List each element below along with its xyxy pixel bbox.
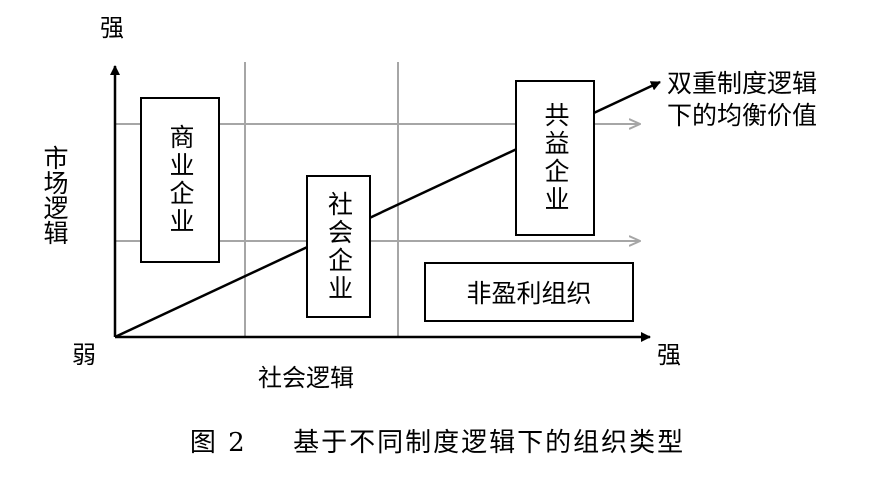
box-social-enterprise-label: 社会企业 <box>324 190 354 303</box>
diagonal-label-line2: 下的均衡价值 <box>667 101 818 130</box>
figure-caption: 图 2 基于不同制度逻辑下的组织类型 <box>0 422 875 459</box>
x-axis-label: 社会逻辑 <box>258 364 354 392</box>
box-nonprofit-organization: 非盈利组织 <box>424 262 634 322</box>
diagonal-label-line1: 双重制度逻辑 <box>667 69 818 98</box>
box-benefit-corporation: 共益企业 <box>515 80 595 236</box>
box-commercial-enterprise-label: 商业企业 <box>166 124 195 236</box>
y-axis-label: 市场逻辑 <box>40 145 69 245</box>
figure-caption-number: 图 2 <box>189 428 247 458</box>
box-nonprofit-organization-label: 非盈利组织 <box>466 279 592 308</box>
y-axis-strong-label: 强 <box>100 14 124 42</box>
origin-weak-label: 弱 <box>72 341 96 369</box>
box-commercial-enterprise: 商业企业 <box>140 97 220 263</box>
box-benefit-corporation-label: 共益企业 <box>541 102 570 214</box>
box-social-enterprise: 社会企业 <box>306 175 371 318</box>
x-axis-strong-label: 强 <box>657 341 681 369</box>
figure-caption-title: 基于不同制度逻辑下的组织类型 <box>293 428 686 458</box>
